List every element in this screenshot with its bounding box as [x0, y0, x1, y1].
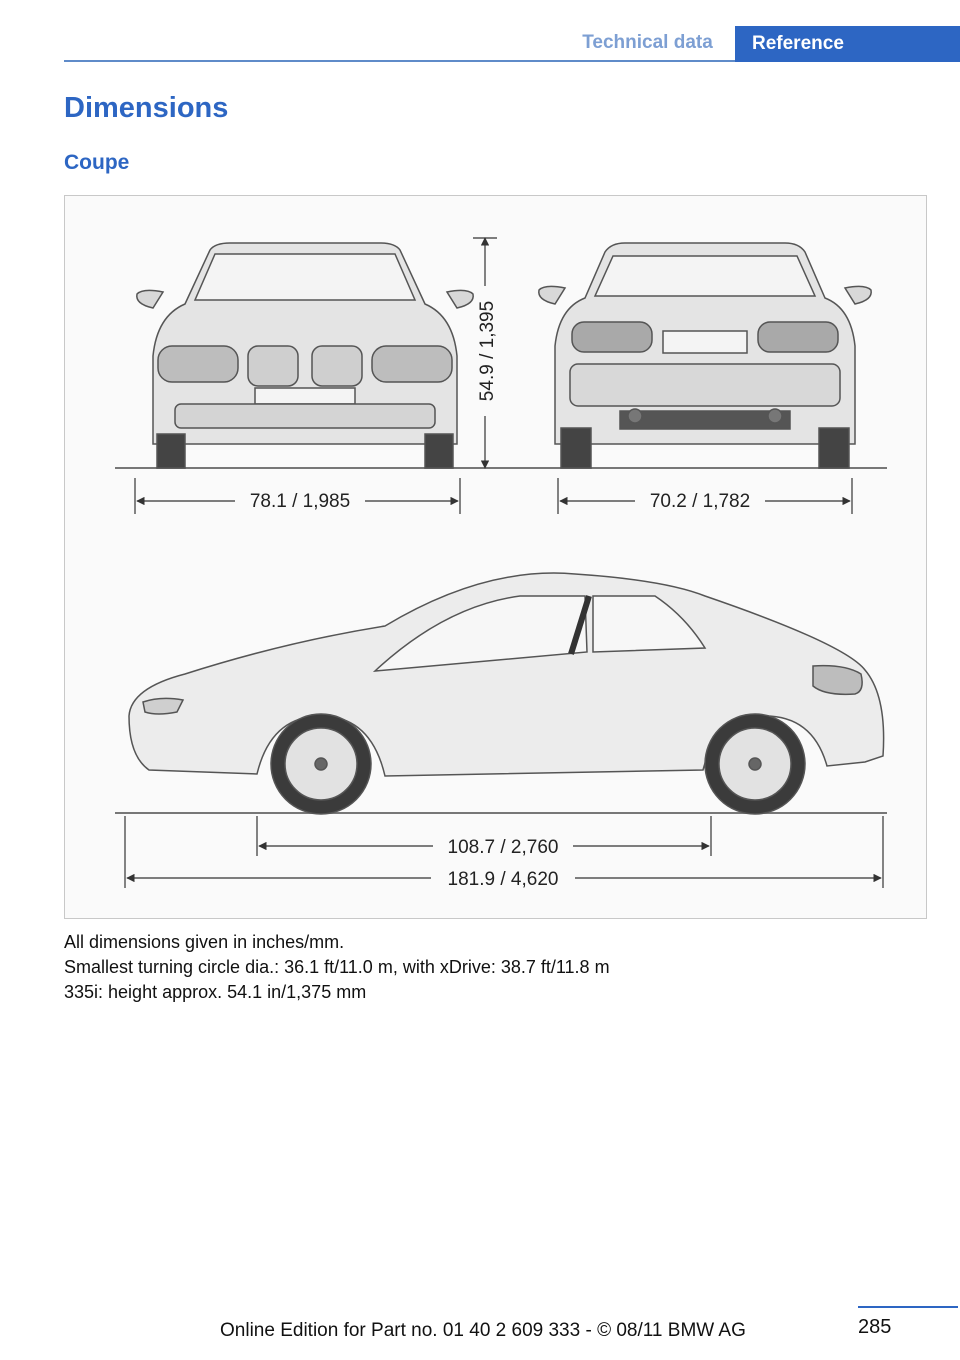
front-width-label: 78.1 / 1,985 — [250, 491, 350, 512]
car-dimension-drawing: 78.1 / 1,985 70.2 / 1,782 108.7 / 2,760 … — [115, 237, 887, 891]
caption-line-height-note: 335i: height approx. 54.1 in/1,375 mm — [64, 982, 367, 1002]
dimensions-caption: All dimensions given in inches/mm. Small… — [64, 930, 924, 1005]
height-label: 54.9 / 1,395 — [477, 301, 498, 401]
page-number: 285 — [858, 1316, 892, 1338]
rear-width-label: 70.2 / 1,782 — [650, 491, 750, 512]
header-rule — [64, 60, 735, 62]
car-side-view — [128, 572, 885, 815]
page-title: Dimensions — [64, 92, 229, 124]
tab-technical-data[interactable]: Technical data — [582, 32, 713, 53]
wheelbase-label: 108.7 / 2,760 — [448, 837, 559, 858]
section-subtitle: Coupe — [64, 151, 130, 174]
footer-rule — [858, 1306, 958, 1308]
car-front-view — [136, 242, 474, 469]
edition-footer: Online Edition for Part no. 01 40 2 609 … — [220, 1320, 746, 1341]
caption-line-turning-circle: Smallest turning circle dia.: 36.1 ft/11… — [64, 957, 610, 977]
tab-reference[interactable]: Reference — [735, 26, 960, 62]
caption-line-units: All dimensions given in inches/mm. — [64, 932, 345, 952]
dimensions-figure: 78.1 / 1,985 70.2 / 1,782 108.7 / 2,760 … — [64, 195, 927, 919]
length-label: 181.9 / 4,620 — [448, 869, 559, 890]
car-rear-view — [538, 242, 872, 469]
